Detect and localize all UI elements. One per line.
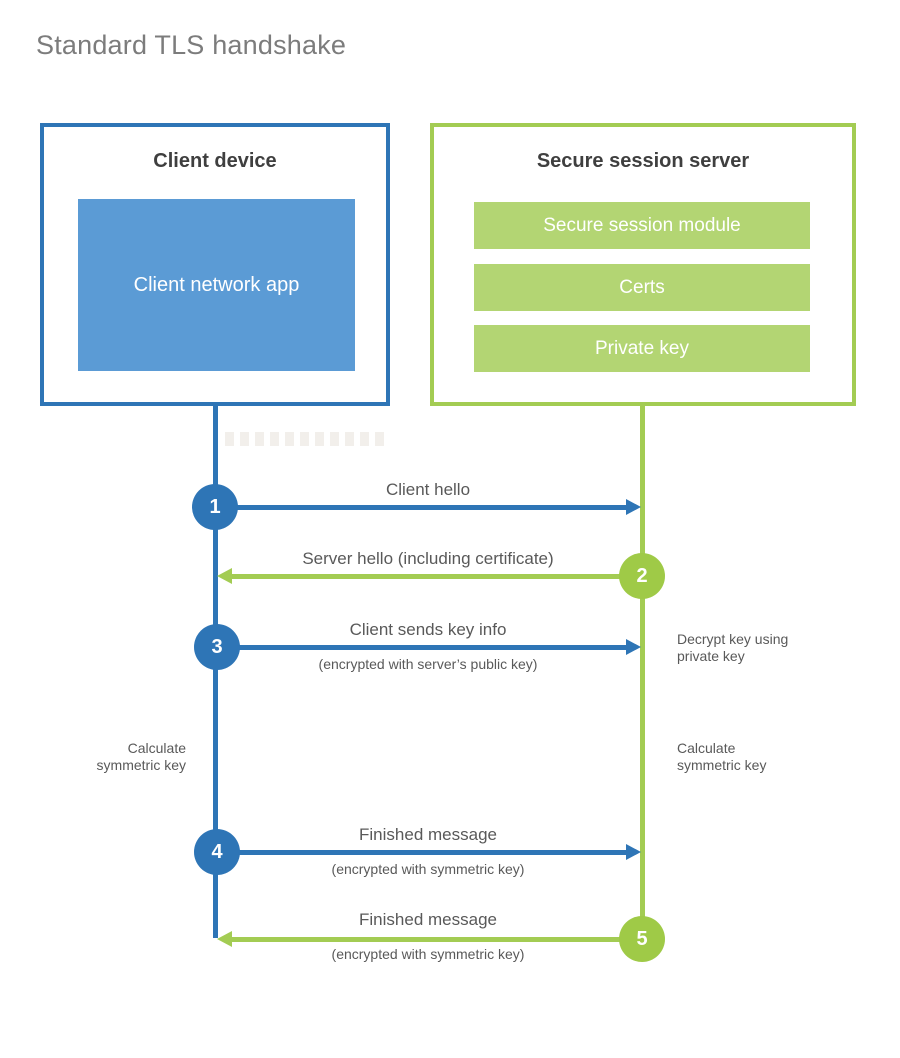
arrowhead-right-icon xyxy=(626,499,641,515)
arrow-shaft xyxy=(215,505,628,510)
label-finished-client: Finished message xyxy=(359,825,497,844)
arrowhead-right-icon xyxy=(626,844,641,860)
note-calc-symmetric-key-server: Calculate symmetric key xyxy=(677,740,767,773)
secure-session-server-title: Secure session server xyxy=(536,150,750,172)
step-badge-1: 1 xyxy=(192,484,238,530)
arrow-client-key-info xyxy=(217,639,641,655)
label-client-key-info: Client sends key info xyxy=(349,620,507,639)
sublabel-finished-server: (encrypted with symmetric key) xyxy=(331,946,525,962)
step-badge-3: 3 xyxy=(194,624,240,670)
step-badge-4: 4 xyxy=(194,829,240,875)
server-module-secure-session-module: Secure session module xyxy=(474,202,810,249)
arrow-finished-client xyxy=(217,844,641,860)
server-lifeline xyxy=(640,405,645,939)
client-device-title: Client device xyxy=(153,150,277,172)
label-client-hello: Client hello xyxy=(385,480,471,499)
arrow-client-hello xyxy=(215,499,641,515)
sublabel-client-key-info: (encrypted with server’s public key) xyxy=(318,656,538,672)
step-badge-2: 2 xyxy=(619,553,665,599)
server-module-certs: Certs xyxy=(474,264,810,311)
note-decrypt-key: Decrypt key using private key xyxy=(677,631,789,664)
client-lifeline xyxy=(213,405,218,938)
arrow-server-hello xyxy=(217,568,642,584)
arrow-shaft xyxy=(217,645,628,650)
arrowhead-right-icon xyxy=(626,639,641,655)
arrow-shaft xyxy=(230,574,642,579)
note-calc-symmetric-key-client: Calculate symmetric key xyxy=(96,740,186,773)
arrow-finished-server xyxy=(217,931,642,947)
arrowhead-left-icon xyxy=(217,931,232,947)
client-network-app-label: Client network app xyxy=(133,273,300,296)
sublabel-finished-client: (encrypted with symmetric key) xyxy=(331,861,525,877)
client-network-app-node: Client network app xyxy=(78,199,355,371)
faded-dashed-line xyxy=(225,432,387,446)
arrow-shaft xyxy=(230,937,642,942)
arrowhead-left-icon xyxy=(217,568,232,584)
step-badge-5: 5 xyxy=(619,916,665,962)
arrow-shaft xyxy=(217,850,628,855)
label-server-hello: Server hello (including certificate) xyxy=(302,549,554,568)
page-title: Standard TLS handshake xyxy=(36,30,347,60)
server-module-private-key: Private key xyxy=(474,325,810,372)
label-finished-server: Finished message xyxy=(359,910,497,929)
